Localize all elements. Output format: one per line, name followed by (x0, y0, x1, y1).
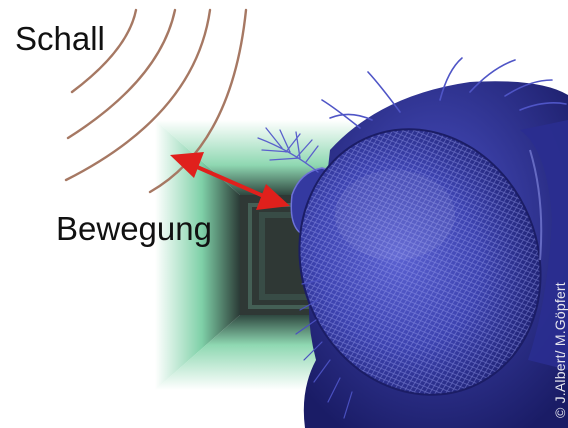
movement-label: Bewegung (56, 212, 212, 245)
sound-label: Schall (15, 22, 105, 55)
image-credit: © J.Albert/ M.Göpfert (552, 282, 568, 418)
